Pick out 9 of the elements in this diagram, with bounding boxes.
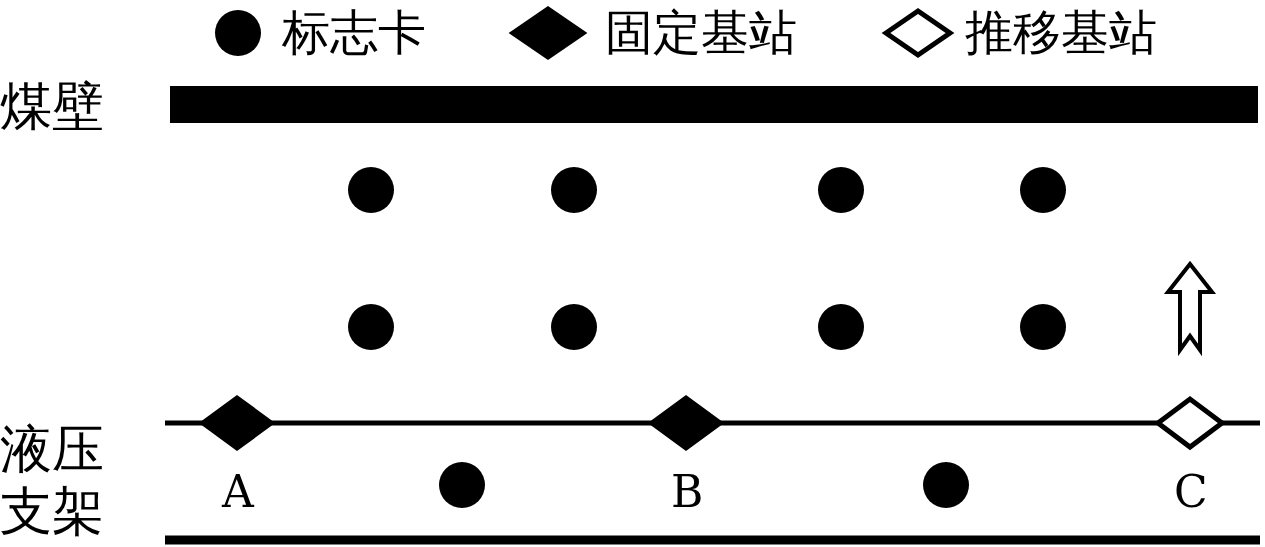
coal-wall-bar [170, 86, 1258, 123]
station-letter: A [222, 470, 254, 514]
station-letter: C [1174, 470, 1208, 514]
legend-label: 推移基站 [965, 8, 1157, 56]
legend-label: 标志卡 [282, 8, 426, 56]
legend-label: 固定基站 [605, 8, 797, 56]
station-letter: B [671, 470, 704, 514]
support-label: 液压支架 [0, 418, 105, 543]
wall-label: 煤壁 [0, 80, 104, 132]
